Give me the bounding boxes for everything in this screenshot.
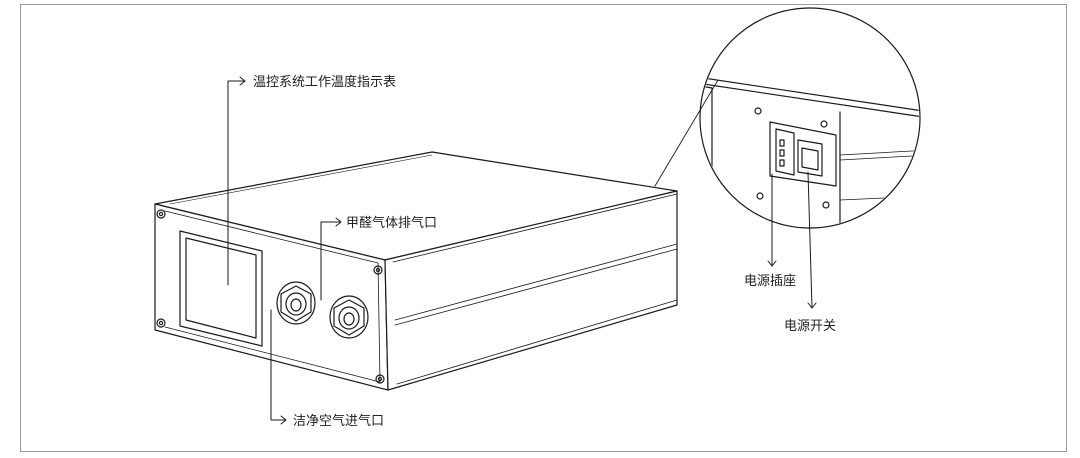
screw-icon <box>375 374 385 384</box>
detail-view <box>699 7 921 229</box>
leader-lines <box>227 76 817 425</box>
label-temp-indicator: 温控系统工作温度指示表 <box>253 74 396 90</box>
detail-connector <box>654 79 719 187</box>
formaldehyde-outlet-fitting <box>329 295 369 339</box>
label-clean-air-inlet: 洁净空气进气口 <box>293 413 384 429</box>
enclosure-side <box>384 190 678 391</box>
temperature-display <box>179 230 263 347</box>
label-power-socket: 电源插座 <box>744 274 796 289</box>
label-power-switch: 电源开关 <box>784 319 836 334</box>
screw-icon <box>156 209 166 219</box>
screw-icon <box>373 265 383 275</box>
clean-air-inlet-fitting <box>276 281 316 325</box>
panel-screws <box>156 209 385 384</box>
figure-frame <box>20 4 1067 452</box>
label-formaldehyde-outlet: 甲醛气体排气口 <box>346 215 437 231</box>
power-socket <box>775 128 795 176</box>
screw-icon <box>156 318 166 328</box>
